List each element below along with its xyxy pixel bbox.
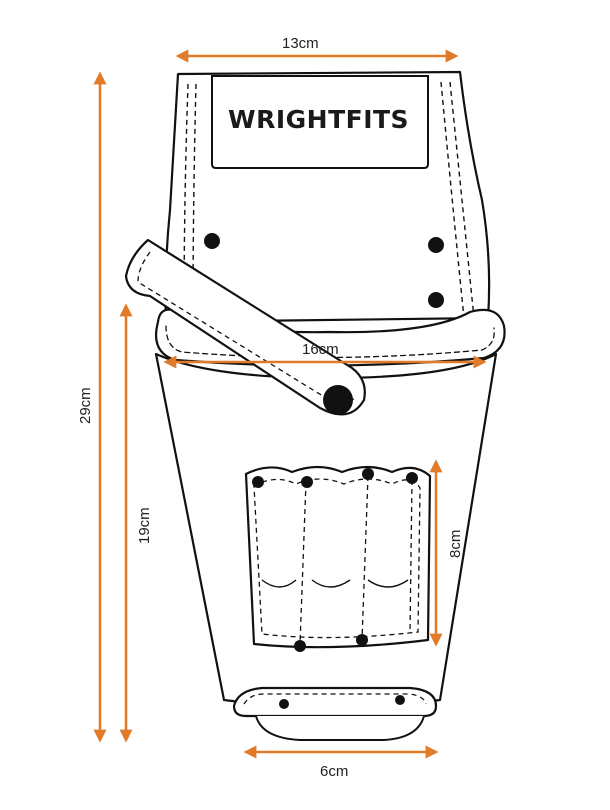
bottom-width-label: 6cm xyxy=(320,763,348,780)
rivet xyxy=(406,472,418,484)
dimension-arrows xyxy=(93,49,487,759)
rivet xyxy=(356,634,368,646)
back-rivets xyxy=(204,233,444,308)
back-panel-stitching xyxy=(183,81,475,319)
rivet xyxy=(204,233,220,249)
logo-patch: WRIGHTFITS xyxy=(211,75,429,169)
pocket-height-label: 8cm xyxy=(447,530,464,558)
brand-logo: WRIGHTFITS xyxy=(228,105,409,134)
pocket-folds xyxy=(261,579,409,588)
belt-strap xyxy=(124,238,366,416)
rivet xyxy=(428,292,444,308)
rivet xyxy=(294,640,306,652)
body-height-label: 19cm xyxy=(136,507,153,544)
pocket-rivets xyxy=(252,468,418,652)
rivet xyxy=(252,476,264,488)
rivet xyxy=(301,476,313,488)
rivet xyxy=(362,468,374,480)
dimension-labels: 13cm 16cm 29cm 19cm 8cm 6cm xyxy=(77,35,464,780)
rivet xyxy=(279,699,289,709)
opening-width-label: 16cm xyxy=(302,341,339,358)
pocket-dividers xyxy=(299,475,413,645)
front-pocket xyxy=(244,465,432,652)
strap-rivet xyxy=(323,385,353,415)
top-width-label: 13cm xyxy=(282,35,319,52)
bottom-cuff xyxy=(232,686,438,741)
total-height-label: 29cm xyxy=(77,387,94,424)
rivet xyxy=(428,237,444,253)
rivet xyxy=(395,695,405,705)
